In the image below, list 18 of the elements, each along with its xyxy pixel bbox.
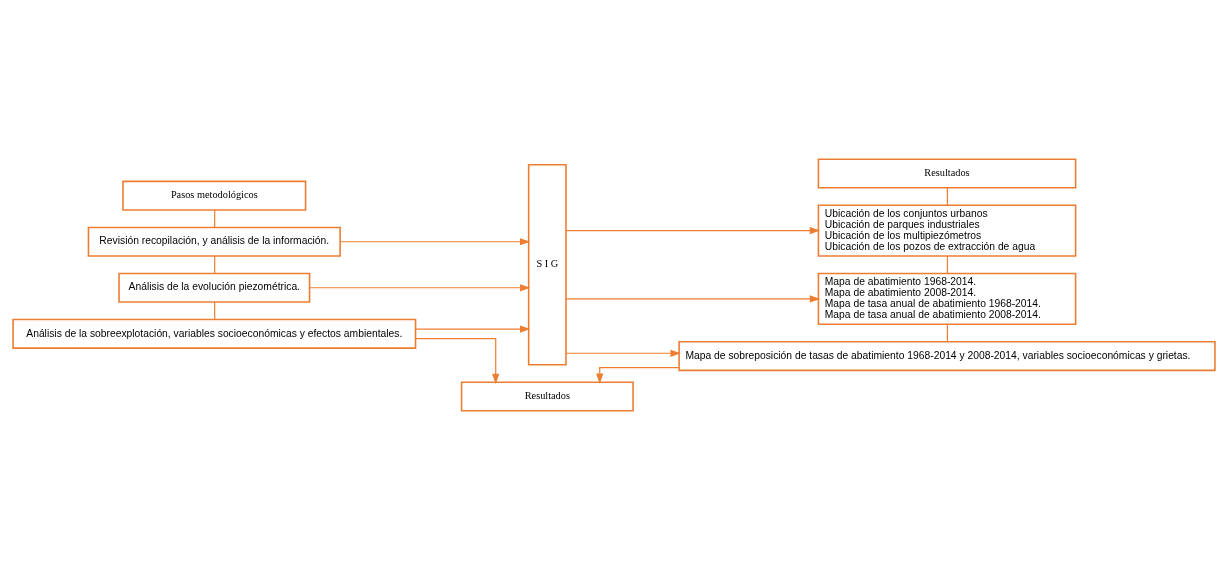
node-box: Mapa de abatimiento 1968-2014. Mapa de abatimiento 2008-2014. Mapa de tasa anual de abatimiento 1968-2014. Mapa de tasa anual de abatimiento 2008-2014.: [817, 272, 1077, 326]
node-box: Análisis de la sobreexplotación, variables socioeconómicas y efectos ambientales.: [12, 318, 417, 349]
arrow: [309, 284, 531, 292]
arrow: [565, 227, 821, 235]
node-box: Mapa de sobreposición de tasas de abatimiento 1968-2014 y 2008-2014, variables socioeconómicas y grietas.: [678, 340, 1216, 372]
arrow: [565, 295, 821, 303]
node-box: S I G: [527, 163, 567, 366]
node-box: Revisión recopilación, y análisis de la información.: [87, 226, 341, 257]
node-box: Ubicación de los conjuntos urbanos Ubicación de parques industriales Ubicación de los multipiezómetros Ubicación de los pozos de extracción de agua: [817, 204, 1077, 257]
node-box: Resultados: [817, 158, 1077, 189]
arrow: [565, 349, 681, 357]
arrow: [415, 325, 531, 333]
node-box: Pasos metodológicos: [122, 180, 307, 211]
arrow: [415, 338, 500, 384]
arrow: [339, 238, 531, 246]
arrow: [596, 366, 680, 384]
node-box: Resultados: [460, 381, 634, 412]
node-box: Análisis de la evolución piezométrica.: [118, 272, 311, 303]
